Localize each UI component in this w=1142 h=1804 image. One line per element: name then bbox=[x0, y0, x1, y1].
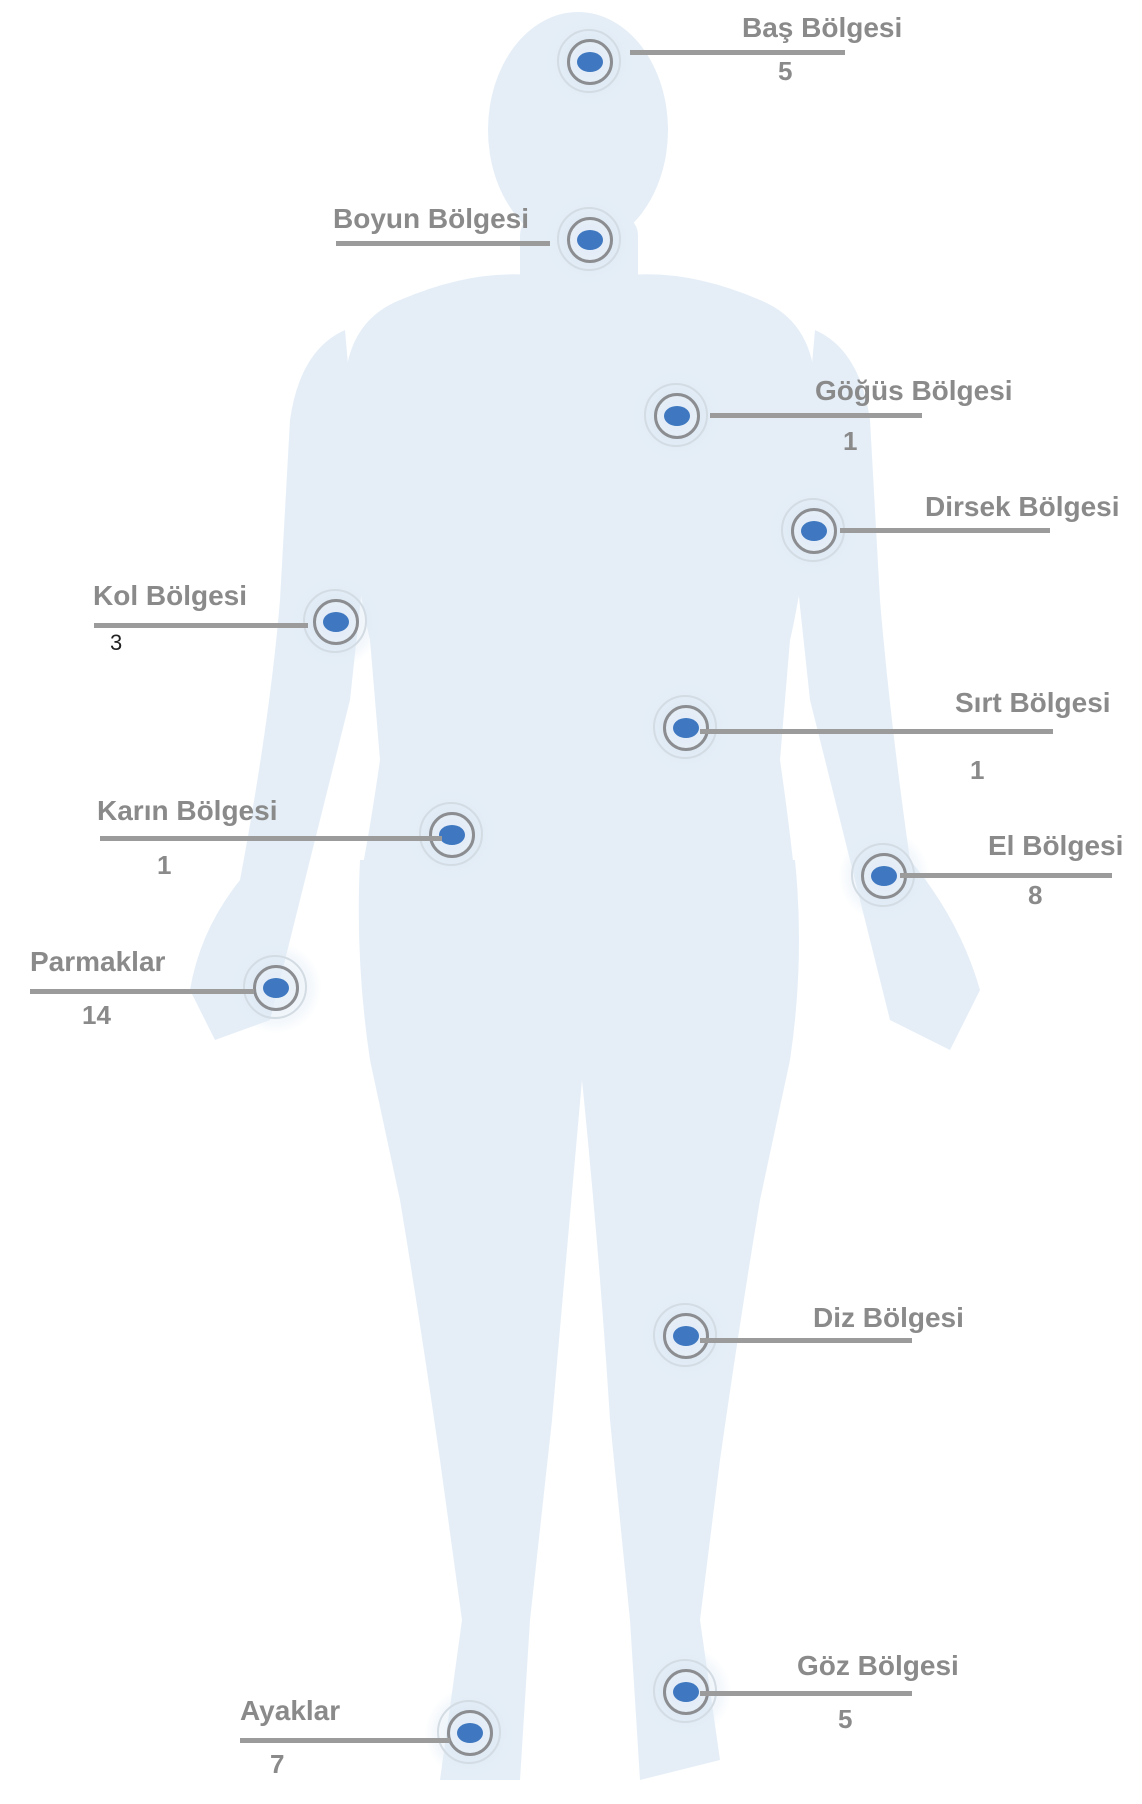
leader-line-ayaklar bbox=[240, 1738, 450, 1743]
marker-dot bbox=[577, 230, 603, 250]
leader-line-dirsek bbox=[840, 528, 1050, 533]
hotspot-sirt[interactable] bbox=[641, 683, 731, 773]
hotspot-diz[interactable] bbox=[641, 1291, 731, 1381]
silhouette-right-arm bbox=[795, 330, 980, 1050]
value-goz: 5 bbox=[838, 1706, 852, 1732]
marker-dot bbox=[457, 1723, 483, 1743]
label-parmaklar: Parmaklar bbox=[30, 948, 165, 976]
value-ayaklar: 7 bbox=[270, 1751, 284, 1777]
leader-line-goz bbox=[700, 1691, 912, 1696]
value-sirt: 1 bbox=[970, 757, 984, 783]
leader-line-kol bbox=[94, 623, 308, 628]
marker-dot bbox=[263, 978, 289, 998]
marker-dot bbox=[673, 718, 699, 738]
leader-line-el bbox=[900, 873, 1112, 878]
hotspot-kol[interactable] bbox=[291, 577, 381, 667]
leader-line-gogus bbox=[710, 413, 922, 418]
value-kol: 3 bbox=[110, 632, 122, 654]
label-bas: Baş Bölgesi bbox=[742, 14, 902, 42]
value-parmaklar: 14 bbox=[82, 1002, 111, 1028]
label-goz: Göz Bölgesi bbox=[797, 1652, 959, 1680]
label-ayaklar: Ayaklar bbox=[240, 1697, 340, 1725]
leader-line-diz bbox=[700, 1338, 912, 1343]
leader-line-bas bbox=[630, 50, 845, 55]
leader-line-karin bbox=[100, 836, 442, 841]
marker-dot bbox=[801, 521, 827, 541]
hotspot-gogus[interactable] bbox=[632, 371, 722, 461]
marker-dot bbox=[439, 825, 465, 845]
label-el: El Bölgesi bbox=[988, 832, 1123, 860]
value-el: 8 bbox=[1028, 882, 1042, 908]
hotspot-boyun[interactable] bbox=[545, 195, 635, 285]
marker-dot bbox=[577, 52, 603, 72]
hotspot-karin[interactable] bbox=[407, 790, 497, 880]
value-gogus: 1 bbox=[843, 428, 857, 454]
hotspot-ayaklar[interactable] bbox=[425, 1688, 515, 1778]
value-bas: 5 bbox=[778, 58, 792, 84]
marker-dot bbox=[871, 866, 897, 886]
leader-line-boyun bbox=[336, 241, 550, 246]
label-diz: Diz Bölgesi bbox=[813, 1304, 964, 1332]
leader-line-sirt bbox=[700, 729, 1053, 734]
silhouette-left-arm bbox=[190, 330, 365, 1040]
label-gogus: Göğüs Bölgesi bbox=[815, 377, 1013, 405]
marker-dot bbox=[673, 1326, 699, 1346]
label-sirt: Sırt Bölgesi bbox=[955, 689, 1111, 717]
marker-dot bbox=[323, 612, 349, 632]
hotspot-parmaklar[interactable] bbox=[231, 943, 321, 1033]
leader-line-parmaklar bbox=[30, 989, 254, 994]
hotspot-bas[interactable] bbox=[545, 17, 635, 107]
marker-dot bbox=[664, 406, 690, 426]
label-kol: Kol Bölgesi bbox=[93, 582, 247, 610]
label-boyun: Boyun Bölgesi bbox=[333, 205, 529, 233]
marker-dot bbox=[673, 1682, 699, 1702]
silhouette-legs bbox=[359, 860, 799, 1780]
value-karin: 1 bbox=[157, 852, 171, 878]
label-karin: Karın Bölgesi bbox=[97, 797, 277, 825]
label-dirsek: Dirsek Bölgesi bbox=[925, 493, 1120, 521]
